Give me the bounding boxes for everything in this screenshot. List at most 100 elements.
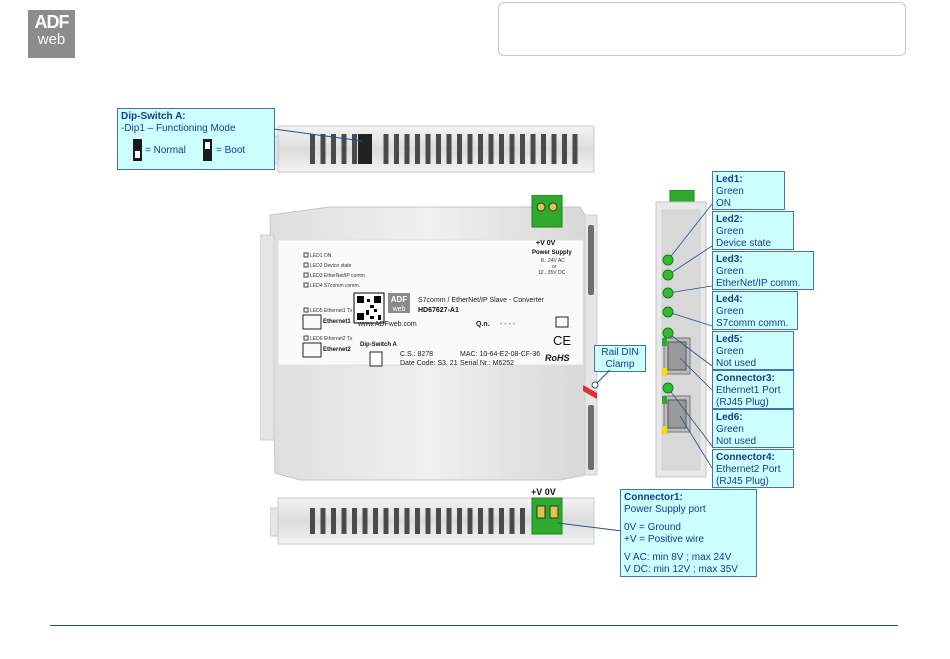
logo-line2: web bbox=[37, 31, 66, 48]
led-leader-line bbox=[667, 203, 713, 261]
logo-line1: ADF bbox=[34, 12, 70, 32]
dip-callout-title: Dip-Switch A: bbox=[121, 111, 186, 122]
vent-slot bbox=[425, 134, 431, 164]
led2-line1: Green bbox=[716, 226, 744, 237]
led4-title: Led4: bbox=[716, 294, 743, 305]
led1-line2: ON bbox=[716, 198, 731, 209]
vent-slot bbox=[467, 508, 473, 534]
led-3-indicator bbox=[662, 287, 674, 299]
led-indicator-square bbox=[303, 272, 309, 278]
led4-line2: S7comm comm. bbox=[716, 318, 789, 329]
conn4-line2: (RJ45 Plug) bbox=[716, 476, 769, 487]
vent-slot bbox=[436, 508, 441, 534]
led2-title: Led2: bbox=[716, 214, 743, 225]
top-dip-switch bbox=[358, 134, 372, 164]
led3-line2: EtherNet/IP comm. bbox=[716, 278, 801, 289]
vent-slot bbox=[352, 134, 357, 164]
vent-slot bbox=[467, 134, 473, 164]
ps-or: or bbox=[552, 264, 557, 270]
power-supply-label: Power Supply bbox=[532, 250, 572, 256]
led2-callout: Led2: Green Device state bbox=[712, 211, 794, 250]
conn1-title: Connector1: bbox=[624, 492, 683, 503]
led5-line2: Not used bbox=[716, 358, 757, 369]
vent-slot bbox=[415, 508, 420, 534]
vent-slot bbox=[572, 134, 578, 164]
vent-slot bbox=[415, 134, 420, 164]
led1-title: Led1: bbox=[716, 174, 743, 185]
led-leader-line bbox=[667, 285, 713, 294]
ps-ac: 8...24V AC bbox=[541, 258, 565, 264]
conn1-line4: +V = Positive wire bbox=[624, 534, 705, 545]
eth1-label: Ethernet1 bbox=[323, 319, 351, 325]
led1-callout: Led1: Green ON bbox=[712, 171, 785, 210]
connector-leader-line bbox=[679, 415, 713, 469]
cs-label: C.S.: 8278 bbox=[400, 351, 434, 358]
led-indicator-square bbox=[303, 307, 309, 313]
bottom-vent-slots bbox=[310, 508, 525, 534]
header-box bbox=[498, 2, 906, 56]
vent-slot bbox=[341, 134, 347, 164]
ce-mark: CE bbox=[553, 333, 572, 348]
led6-line1: Green bbox=[716, 424, 744, 435]
device-desc: S7comm / EtherNet/IP Slave - Converter bbox=[418, 297, 544, 304]
led5-line1: Green bbox=[716, 346, 744, 357]
rail-line2: Clamp bbox=[605, 359, 635, 370]
dip-boot-icon bbox=[203, 139, 212, 161]
led3-title: Led3: bbox=[716, 254, 743, 265]
led3-callout: Led3: Green EtherNet/IP comm. bbox=[712, 251, 814, 290]
conn4-title: Connector4: bbox=[716, 452, 775, 463]
led-leader-line bbox=[667, 387, 713, 447]
conn3-line1: Ethernet1 Port bbox=[716, 385, 781, 396]
led-leader-line bbox=[667, 311, 713, 327]
brand-top: ADF bbox=[391, 295, 408, 304]
conn1-leader-line bbox=[558, 522, 623, 532]
vent-slot bbox=[373, 508, 378, 534]
footer-line bbox=[50, 625, 898, 626]
vent-slot bbox=[383, 508, 389, 534]
vent-slot bbox=[310, 508, 315, 534]
connector-leader-line bbox=[679, 357, 713, 391]
dip-leader-line bbox=[274, 128, 363, 142]
serial-label: Serial Nr.: M6252 bbox=[460, 360, 515, 367]
led-label-1: LED1 ON bbox=[310, 253, 332, 259]
led6-line2: Not used bbox=[716, 436, 757, 447]
vent-slot bbox=[488, 134, 494, 164]
led4-line1: Green bbox=[716, 306, 744, 317]
vent-slot bbox=[509, 134, 515, 164]
vent-slot bbox=[457, 134, 462, 164]
device-model: HD67627-A1 bbox=[418, 307, 459, 314]
vent-slot bbox=[352, 508, 357, 534]
brand-bot: web bbox=[392, 306, 406, 313]
rail-leader-line bbox=[591, 370, 611, 389]
led-2-indicator bbox=[662, 269, 674, 281]
dip-normal-icon bbox=[133, 139, 142, 161]
bottom-power-label: +V 0V bbox=[531, 487, 556, 497]
top-view-device bbox=[270, 125, 595, 173]
vent-slot bbox=[541, 134, 546, 164]
vent-slot bbox=[425, 508, 431, 534]
vent-slot bbox=[331, 508, 336, 534]
side-view-device bbox=[655, 190, 707, 478]
led-leader-line bbox=[667, 245, 713, 276]
vent-slot bbox=[341, 508, 347, 534]
vent-slot bbox=[478, 508, 483, 534]
mac-label: MAC: 10-64-E2-08-CF-36 bbox=[460, 351, 541, 358]
dip-label: Dip-Switch A bbox=[360, 342, 397, 348]
vent-slot bbox=[457, 508, 462, 534]
conn4-line1: Ethernet2 Port bbox=[716, 464, 781, 475]
dip-callout-line: -Dip1 – Functioning Mode bbox=[121, 123, 236, 134]
connector3-callout: Connector3: Ethernet1 Port (RJ45 Plug) bbox=[712, 370, 794, 409]
vent-slot bbox=[320, 508, 326, 534]
led5-title: Led5: bbox=[716, 334, 743, 345]
dip-boot-label: = Boot bbox=[216, 145, 246, 156]
vent-slot bbox=[362, 508, 368, 534]
device-url: www.ADFweb.com bbox=[358, 321, 417, 328]
vent-slot bbox=[509, 508, 515, 534]
led-leader-line bbox=[667, 332, 713, 367]
conn1-line3: 0V = Ground bbox=[624, 522, 681, 533]
dip-switch-callout: Dip-Switch A: -Dip1 – Functioning Mode =… bbox=[117, 108, 275, 170]
rohs-mark: RoHS bbox=[545, 353, 570, 363]
vent-slot bbox=[551, 134, 557, 164]
led2-line2: Device state bbox=[716, 238, 772, 249]
led1-line1: Green bbox=[716, 186, 744, 197]
